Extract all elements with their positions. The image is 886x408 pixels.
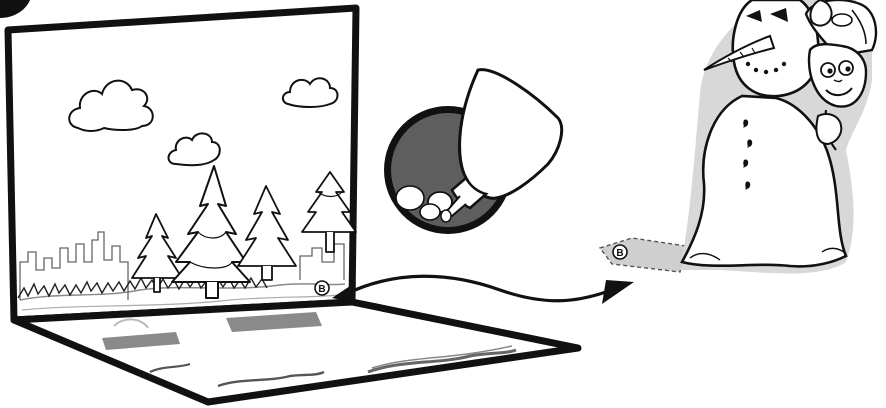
snowman-cutout: B [600, 0, 876, 273]
curved-placement-arrow [332, 276, 634, 304]
step-number-badge [0, 0, 30, 18]
svg-text:B: B [318, 284, 325, 295]
arrow-head-right [602, 280, 634, 304]
svg-text:B: B [616, 248, 623, 259]
cutout-marker-b: B [613, 245, 627, 259]
scene-marker-b: B [315, 281, 329, 295]
glue-bottle-icon [384, 70, 562, 234]
kid-character [806, 0, 876, 150]
